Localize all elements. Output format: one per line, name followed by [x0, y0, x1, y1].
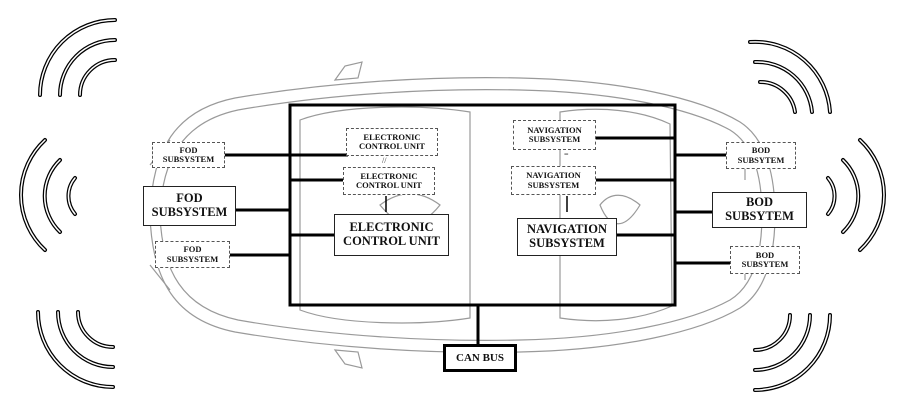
ecu-ellipsis: // [382, 156, 387, 165]
wave-top-left [38, 18, 117, 97]
ecu-mid-line1: ELECTRONIC [360, 170, 418, 181]
nav-mid-line1: NAVIGATION [526, 170, 581, 181]
wave-bottom-left [36, 310, 115, 389]
nav-top-line2: SUBSYSTEM [528, 134, 581, 144]
ecu-top-line2: CONTROL UNIT [359, 141, 425, 151]
fod-main-line2: SUBSYSTEM [151, 205, 228, 219]
wave-bottom-right [753, 313, 832, 392]
ecu-mid-line2: CONTROL UNIT [356, 180, 422, 190]
nav-main-line2: SUBSYSTEM [529, 236, 605, 250]
bod-bot-line2: SUBSYTEM [741, 259, 789, 269]
ecu-main-line1: ELECTRONIC [349, 220, 434, 235]
nav-ellipsis: = [564, 150, 569, 159]
bod-top-line2: SUBSYTEM [737, 154, 785, 165]
fod-top-line2: SUBSYSTEM [162, 154, 215, 164]
nav-mid-line2: SUBSYSTEM [527, 179, 580, 190]
fod-main-line1: FOD [176, 191, 203, 206]
bod-main-line1: BOD [745, 195, 774, 210]
ecu-main-line2: CONTROL UNIT [343, 234, 440, 248]
minor-links [385, 196, 568, 212]
bod-top-line1: BOD [751, 145, 771, 156]
central-network-box [288, 103, 677, 307]
can-bus-box: CAN BUS [443, 344, 517, 372]
wave-top-right [748, 39, 832, 114]
wave-mid-right [826, 138, 887, 252]
connection-lines [225, 136, 730, 345]
ecu-top-line1: ELECTRONIC [363, 131, 421, 142]
car-outline [149, 61, 776, 369]
can-bus-label: CAN BUS [456, 351, 504, 364]
bod-main-line2: SUBSYTEM [725, 209, 794, 223]
wave-mid-left [18, 138, 77, 252]
bod-bot-line1: BOD [755, 249, 775, 260]
sensor-waves [18, 18, 887, 392]
fod-top-line1: FOD [179, 144, 198, 155]
nav-main-line1: NAVIGATION [526, 222, 608, 237]
nav-top-line1: NAVIGATION [527, 124, 582, 135]
fod-bot-line2: SUBSYSTEM [166, 253, 219, 264]
fod-bot-line1: FOD [183, 244, 202, 255]
